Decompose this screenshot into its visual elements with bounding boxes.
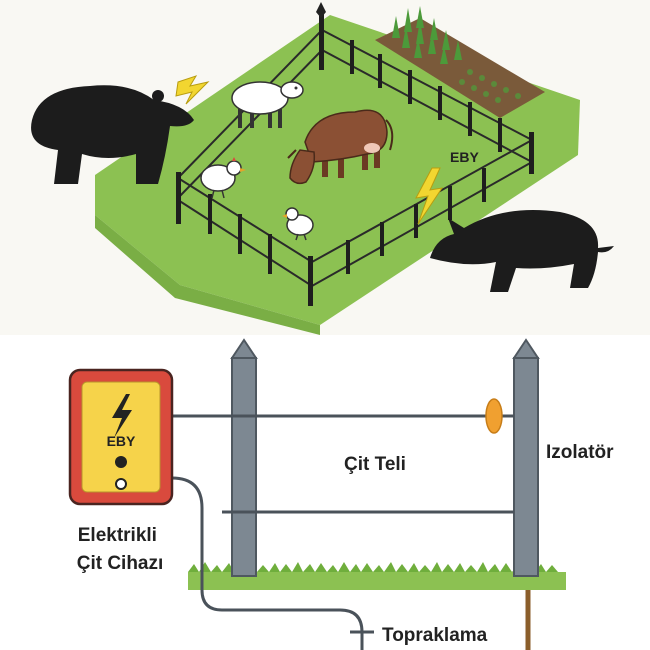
insulator [485,398,503,434]
fence-post [512,338,540,577]
device-indicator-light [115,456,127,468]
lightning-icon [112,394,132,438]
top-insulator [316,2,326,18]
cow [287,109,394,185]
vegetable-bed [375,6,545,118]
top-scene: EBY [31,2,614,335]
insulator-label: Izolatör [546,442,614,463]
bear [31,85,195,184]
chicken [200,157,246,199]
sheep [231,81,304,128]
fence-posts [176,12,534,306]
lightning-icon [175,75,210,105]
fence-energizer-device: EBY [68,368,174,506]
device-brand-text: EBY [107,433,136,449]
device-label: Elektrikli Çit Cihazı [77,525,164,574]
pasture-grass [95,15,580,325]
device-terminal [115,478,127,490]
ground-label: Topraklama [382,625,488,646]
wild-boar [430,210,614,292]
pasture-edge [95,215,320,335]
wire-label: Çit Teli [344,454,406,475]
lightning-icon [415,167,444,225]
fence-brand-text: EBY [450,149,479,165]
chicken [282,207,314,241]
fence-post [230,338,258,577]
ground-wire [171,476,364,650]
bottom-diagram: EBY Elektrikli Çit Cihazı Çit Teli Izola… [0,335,650,650]
